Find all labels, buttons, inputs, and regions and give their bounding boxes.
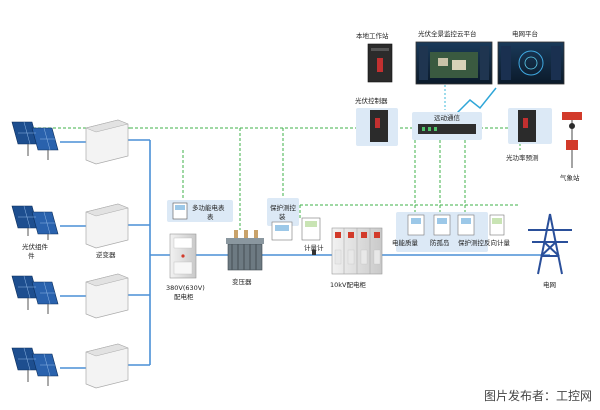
pv-array-3 bbox=[11, 275, 59, 314]
meter-screen bbox=[175, 205, 185, 210]
pv-array-4 bbox=[11, 347, 59, 386]
transformer-icon bbox=[226, 230, 264, 271]
local-workstation-icon bbox=[367, 43, 393, 83]
inverter-label: 逆变器 bbox=[96, 250, 116, 259]
multifunction-meter-label-1: 多功能电表 bbox=[192, 203, 225, 212]
anti-islanding-label: 防孤岛 bbox=[430, 238, 450, 247]
grid-platform-screen bbox=[497, 41, 565, 85]
local-workstation-label: 本地工作站 bbox=[356, 31, 389, 40]
pv-array-2 bbox=[11, 205, 59, 240]
remote-comm-label: 远动通信 bbox=[434, 113, 461, 122]
wireless-link bbox=[454, 87, 497, 116]
lv-cabinet-label-2: 配电柜 bbox=[174, 292, 194, 301]
pv-controller-label: 光伏控制器 bbox=[355, 96, 388, 105]
inverter-2 bbox=[85, 203, 129, 249]
pv-controller-icon bbox=[370, 110, 388, 142]
cloud-platform-label: 光伏全景监控云平台 bbox=[418, 29, 477, 38]
protection-label-2: 装 bbox=[279, 212, 286, 221]
inverter-3 bbox=[85, 273, 129, 319]
meter-a-label: 计量计 bbox=[304, 243, 324, 252]
lv-cabinet-label-1: 380V(630V) bbox=[166, 284, 205, 292]
multifunction-meter-label-2: 表 bbox=[207, 212, 214, 221]
protection-screen bbox=[275, 225, 289, 231]
protection-box bbox=[267, 198, 299, 226]
protection-reverse-device-icon bbox=[457, 214, 475, 236]
weather-station-icon bbox=[562, 112, 582, 168]
remote-comm-device-icon bbox=[418, 124, 476, 134]
pv-module-label-2: 件 bbox=[28, 251, 35, 260]
transformer-label: 变压器 bbox=[232, 277, 252, 286]
meter-a-screen bbox=[305, 221, 317, 227]
grid-tower-icon bbox=[528, 213, 572, 275]
weather-station-label: 气象站 bbox=[560, 173, 580, 182]
cloud-platform-screen bbox=[415, 41, 493, 85]
power-lines bbox=[60, 139, 550, 369]
inverter-4 bbox=[85, 343, 129, 389]
pv-module-label-1: 光伏组件 bbox=[22, 242, 49, 251]
breaker-icon bbox=[312, 250, 316, 255]
inverter-1 bbox=[85, 119, 129, 165]
power-forecast-icon bbox=[518, 110, 536, 142]
power-forecast-label: 光功率预测 bbox=[506, 153, 539, 162]
mv-switchgear-label: 10kV配电柜 bbox=[330, 280, 366, 289]
image-credit: 图片发布者：工控网 bbox=[483, 389, 592, 403]
reverse-meter-screen bbox=[492, 218, 502, 224]
anti-islanding-device-icon bbox=[433, 214, 451, 236]
protection-label-1: 保护测控 bbox=[270, 203, 297, 212]
grid-label: 电网 bbox=[543, 280, 556, 289]
pv-array-1 bbox=[11, 121, 59, 160]
power-quality-label: 电能质量 bbox=[392, 238, 419, 247]
protection-reverse-label: 保护测控反向计量 bbox=[458, 238, 511, 247]
grid-platform-label: 电网平台 bbox=[512, 29, 538, 38]
mv-switchgear-icon bbox=[331, 227, 383, 275]
lv-cabinet-icon bbox=[169, 233, 197, 279]
power-quality-device-icon bbox=[407, 214, 425, 236]
